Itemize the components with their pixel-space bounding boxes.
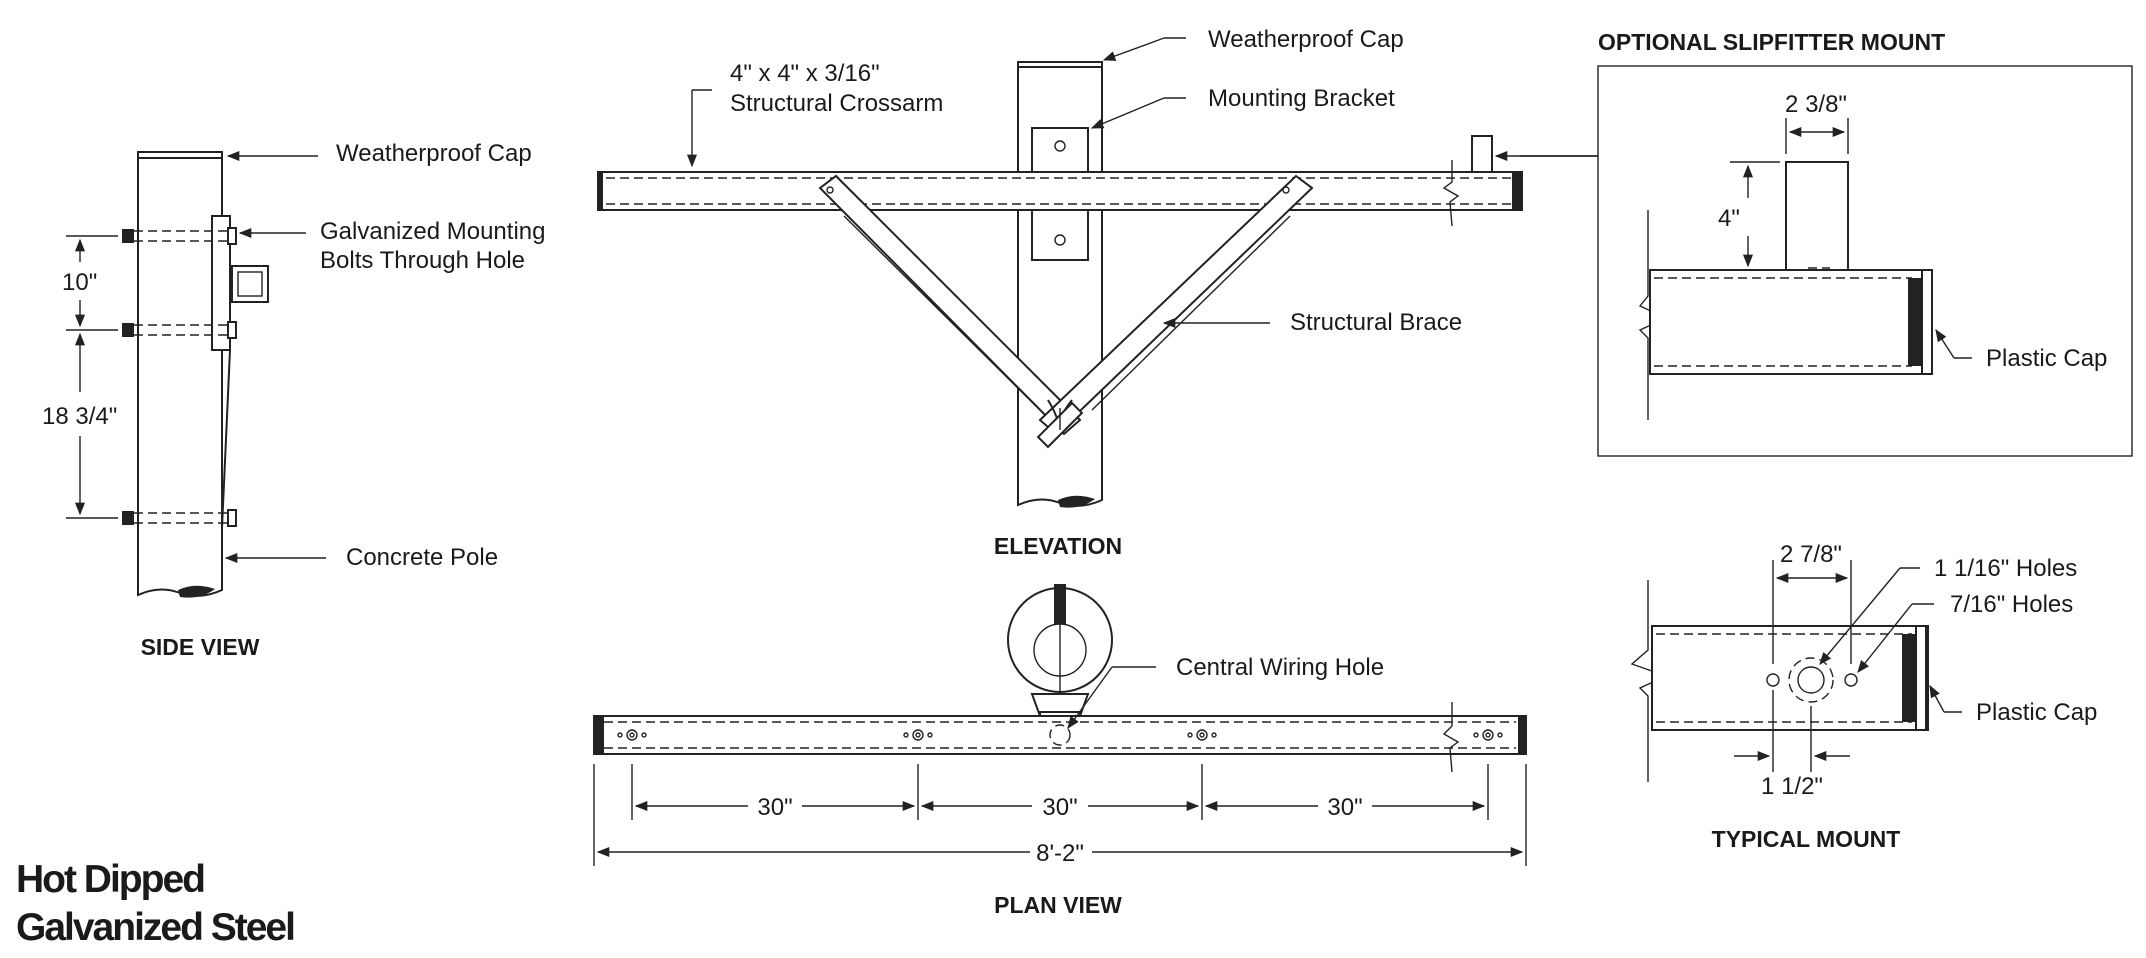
plan-view: Central Wiring Hole 30" 30" 30" 8'-2" PL… bbox=[593, 584, 1527, 918]
elevation-cap-label: Weatherproof Cap bbox=[1208, 26, 1404, 53]
material-line-1: Hot Dipped bbox=[16, 858, 204, 901]
slipfitter-tenon bbox=[1785, 161, 1849, 271]
side-view: 10" 18 3/4" Weatherproof Cap Galvanized … bbox=[42, 140, 545, 660]
plan-overall-length: 8'-2" bbox=[1036, 840, 1084, 867]
elevation-slipfitter bbox=[1471, 135, 1493, 173]
typical-small-hole-right bbox=[1844, 673, 1858, 687]
typical-bottom-dim: 1 1/2" bbox=[1761, 773, 1823, 800]
plan-mount-hole-3 bbox=[1187, 729, 1217, 741]
typical-large-holes-label: 1 1/16" Holes bbox=[1934, 555, 2077, 582]
side-weatherproof-cap bbox=[137, 151, 223, 159]
side-bracket-plate bbox=[211, 215, 231, 351]
typical-small-holes-label: 7/16" Holes bbox=[1950, 591, 2073, 618]
side-pole-label: Concrete Pole bbox=[346, 544, 498, 571]
elevation-bracket-label: Mounting Bracket bbox=[1208, 85, 1395, 112]
plan-view-title: PLAN VIEW bbox=[994, 892, 1122, 918]
elevation-crossarm-label-2: Structural Crossarm bbox=[730, 90, 943, 117]
side-bolt-upper bbox=[122, 227, 237, 245]
plan-central-wiring-hole bbox=[1049, 724, 1071, 746]
side-cap-label: Weatherproof Cap bbox=[336, 140, 532, 167]
slipfitter-detail-frame bbox=[1597, 65, 2133, 457]
elevation-title: ELEVATION bbox=[994, 533, 1122, 559]
material-line-2: Galvanized Steel bbox=[16, 906, 294, 949]
slipfitter-title: OPTIONAL SLIPFITTER MOUNT bbox=[1598, 29, 1945, 55]
typical-large-hole-outline bbox=[1788, 657, 1834, 703]
typical-small-hole-left bbox=[1766, 673, 1780, 687]
typical-cap-label: Plastic Cap bbox=[1976, 699, 2097, 726]
typical-crossarm bbox=[1651, 625, 1929, 731]
slipfitter-cap-label: Plastic Cap bbox=[1986, 345, 2107, 372]
plan-spacing-2: 30" bbox=[1042, 794, 1077, 821]
plan-wiring-label: Central Wiring Hole bbox=[1176, 654, 1384, 681]
side-bolt-lower bbox=[122, 509, 237, 527]
slipfitter-view: OPTIONAL SLIPFITTER MOUNT 2 3/8" 4" Plas… bbox=[1494, 29, 2133, 457]
typical-large-hole bbox=[1797, 666, 1825, 694]
plan-mount-hole-2 bbox=[903, 729, 933, 741]
side-bolt-middle bbox=[122, 321, 237, 339]
plan-spacing-1: 30" bbox=[757, 794, 792, 821]
side-bolts-label-2: Bolts Through Hole bbox=[320, 247, 525, 274]
elevation-brace-left bbox=[818, 174, 1082, 436]
elevation-weatherproof-cap bbox=[1017, 61, 1103, 68]
elevation-crossarm-label-1: 4" x 4" x 3/16" bbox=[730, 60, 880, 87]
typical-top-dim: 2 7/8" bbox=[1780, 541, 1842, 568]
elevation-brace-label: Structural Brace bbox=[1290, 309, 1462, 336]
plan-mount-hole-4 bbox=[1473, 729, 1503, 741]
plan-mount-hole-1 bbox=[617, 729, 647, 741]
side-view-title: SIDE VIEW bbox=[141, 634, 260, 660]
typical-mount-view: 2 7/8" 1 1/2" 1 1/16" Holes 7/16" Holes … bbox=[1630, 541, 2097, 852]
material-note: Hot Dipped Galvanized Steel bbox=[16, 858, 296, 949]
elevation-view: 4" x 4" x 3/16" Structural Crossarm Weat… bbox=[597, 26, 1523, 559]
slipfitter-height-dim: 4" bbox=[1718, 205, 1740, 232]
slipfitter-crossarm bbox=[1649, 269, 1931, 375]
side-dim-lower: 18 3/4" bbox=[42, 403, 117, 430]
slipfitter-width-dim: 2 3/8" bbox=[1785, 91, 1847, 118]
plan-spacing-3: 30" bbox=[1327, 794, 1362, 821]
side-bolts-label-1: Galvanized Mounting bbox=[320, 218, 545, 245]
typical-mount-title: TYPICAL MOUNT bbox=[1712, 826, 1901, 852]
side-dim-upper: 10" bbox=[62, 269, 97, 296]
